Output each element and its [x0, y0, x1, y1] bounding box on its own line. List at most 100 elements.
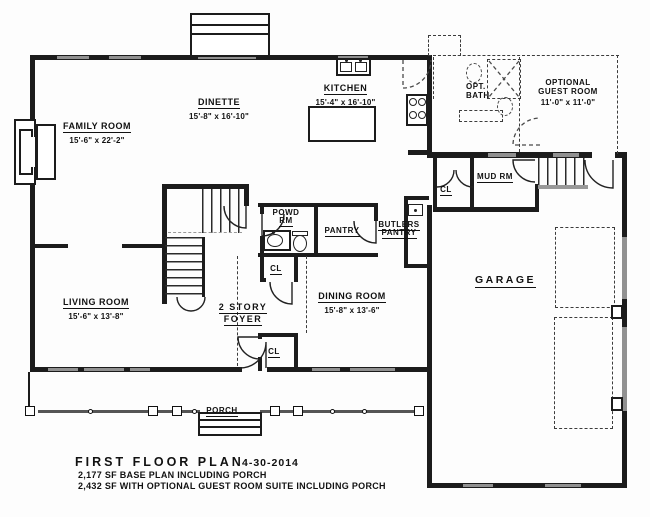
stove-burner	[418, 111, 426, 119]
sf-note-base: 2,177 SF BASE PLAN INCLUDING PORCH	[78, 470, 267, 480]
wall	[433, 207, 539, 212]
powder-room-label: POWD RM	[262, 208, 310, 227]
foyer-closet-door-swing	[237, 336, 261, 360]
sliding-door	[198, 56, 256, 59]
porch-post	[293, 406, 303, 416]
room-name: FAMILY ROOM	[62, 121, 131, 134]
room-name: OPT.	[466, 82, 486, 91]
wall	[433, 158, 437, 207]
wall	[267, 367, 432, 372]
dinette-label: DINETTE 15'-8" x 16'-10"	[163, 92, 275, 122]
wall	[404, 264, 429, 268]
porch-post	[172, 406, 182, 416]
plan-title: FIRST FLOOR PLAN	[75, 455, 244, 469]
porch-post	[148, 406, 158, 416]
mud-closet-label: CL	[432, 179, 460, 197]
room-dims: 15'-8" x 16'-10"	[189, 112, 249, 122]
garage-rear-door-swing	[584, 159, 614, 189]
garage-door-track	[555, 227, 615, 308]
room-name: FOYER	[223, 314, 263, 327]
pantry-label: PANTRY	[314, 220, 370, 238]
porch-post	[270, 406, 280, 416]
porch-baluster	[88, 409, 93, 414]
room-name: PANTRY	[324, 226, 360, 238]
room-name: LIVING ROOM	[63, 297, 129, 310]
porch-baluster	[330, 409, 335, 414]
dining-room-label: DINING ROOM 15'-8" x 13'-6"	[303, 286, 401, 316]
optional-toilet	[466, 63, 482, 83]
garage-label: GARAGE	[468, 274, 543, 289]
faucet-dot	[359, 59, 362, 62]
window	[57, 56, 89, 59]
garage-door-mount	[611, 397, 623, 411]
porch-edge	[28, 372, 30, 408]
room-dims: 15'-6" x 13'-8"	[68, 312, 124, 322]
optional-wall-dashed	[617, 55, 618, 154]
window	[545, 484, 581, 487]
porch-post	[414, 406, 424, 416]
wall	[427, 483, 627, 488]
sink-bowl	[340, 62, 352, 72]
living-room-label: LIVING ROOM 15'-6" x 13'-8"	[36, 292, 156, 322]
room-name: KITCHEN	[323, 83, 368, 96]
wall	[162, 184, 244, 189]
deck-step-line	[192, 33, 268, 35]
optional-wall-dashed	[519, 57, 520, 152]
porch-baluster	[362, 409, 367, 414]
faucet-dot	[345, 59, 348, 62]
room-name: PORCH	[206, 406, 238, 418]
faucet-dot	[414, 209, 417, 212]
room-name: BATH	[466, 91, 490, 101]
fireplace-firebox-opening	[27, 137, 35, 167]
porch-baluster	[192, 409, 197, 414]
foyer-closet-label: CL	[260, 341, 288, 359]
room-name: 2 STORY	[218, 302, 268, 314]
window	[48, 368, 78, 371]
window	[488, 153, 516, 157]
window	[350, 368, 395, 371]
wall	[404, 196, 408, 268]
optional-guest-room-label: OPTIONAL GUEST ROOM 11'-0" x 11'-0"	[518, 78, 618, 108]
foyer-open-to-above-dashed	[237, 256, 238, 366]
garage-door-mount	[611, 305, 623, 319]
wall	[294, 253, 298, 282]
hall-closet-label: CL	[262, 258, 290, 276]
wall	[408, 150, 432, 155]
wall	[535, 184, 539, 209]
wall	[258, 253, 378, 257]
porch-post	[25, 406, 35, 416]
optional-guest-door-swing	[512, 117, 541, 146]
opt-bath-label: OPT. BATH	[466, 82, 506, 100]
room-dims: 11'-0" x 11'-0"	[540, 98, 596, 108]
foyer-label: 2 STORY FOYER	[207, 302, 279, 327]
wall	[30, 244, 68, 248]
wall	[404, 196, 429, 200]
window	[553, 153, 579, 157]
garage-door-panel	[622, 237, 627, 299]
room-name: DINETTE	[197, 97, 240, 110]
window	[338, 56, 368, 59]
family-room-label: FAMILY ROOM 15'-6" x 22'-2"	[38, 116, 156, 146]
room-name: OPTIONAL	[545, 78, 591, 87]
vanity-basin	[267, 234, 283, 247]
wall	[260, 207, 264, 214]
wall	[244, 184, 249, 206]
wall	[622, 152, 627, 488]
plan-date: 4-30-2014	[242, 457, 299, 469]
room-name: CL	[270, 264, 282, 276]
foyer-open-to-above-dashed	[306, 256, 307, 333]
room-name: POWD	[272, 208, 300, 217]
wall	[122, 244, 166, 248]
porch-steps	[198, 412, 262, 436]
window	[109, 56, 141, 59]
room-dims: 15'-6" x 22'-2"	[69, 136, 125, 146]
room-dims: 15'-4" x 16'-10"	[315, 98, 376, 108]
wall	[314, 203, 318, 257]
porch-step-line	[200, 426, 260, 428]
stairs-lower-run	[165, 237, 203, 297]
stove-burner	[409, 98, 417, 106]
optional-wall-dashed	[433, 57, 434, 99]
porch-label: PORCH	[196, 400, 248, 418]
optional-chase-dashed	[428, 35, 461, 56]
room-name: RM	[279, 216, 293, 227]
